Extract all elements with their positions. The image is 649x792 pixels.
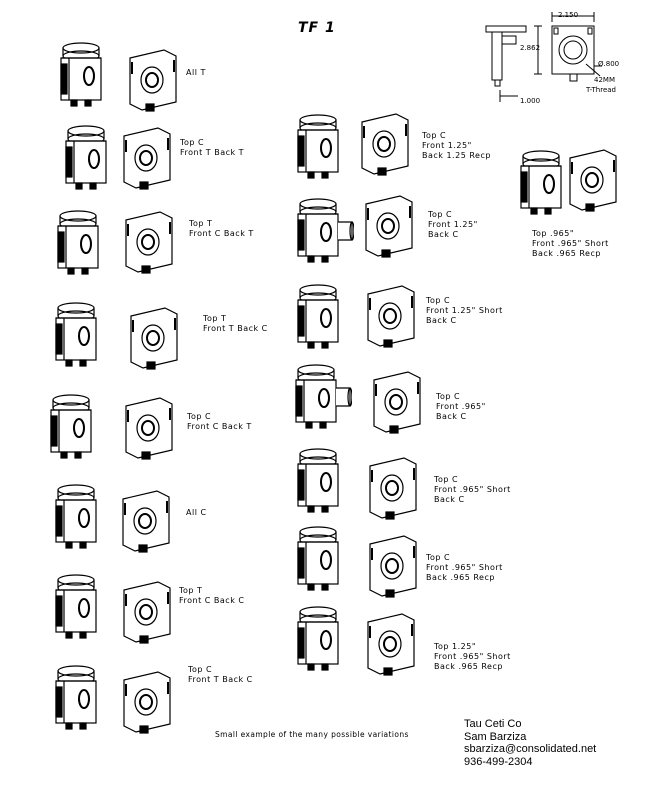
front-view-foot [569, 73, 578, 82]
front-view-bore-outer [558, 35, 588, 65]
eyepiece-holder-drawing [125, 397, 173, 460]
eyepiece-holder-drawing [295, 364, 352, 429]
eyepiece-holder-drawing [297, 198, 354, 263]
eyepiece-holder-drawing [569, 149, 617, 212]
dim-thread-label: T-Thread [586, 86, 616, 94]
contact-email[interactable]: sbarziza@consolidated.net [464, 743, 597, 755]
eyepiece-holder-drawing [55, 665, 97, 730]
eyepiece-holder-drawing [365, 195, 413, 258]
variant-label: All C [186, 508, 207, 517]
eyepiece-holder-drawing [373, 371, 421, 434]
side-view-knob [501, 35, 517, 45]
contact-company: Tau Ceti Co [464, 718, 522, 730]
caption: Small example of the many possible varia… [215, 730, 409, 739]
contact-block: Tau Ceti Co Sam Barziza sbarziza@consoli… [464, 718, 596, 768]
front-view-bore-inner [563, 40, 583, 60]
eyepiece-holder-drawing [65, 125, 107, 190]
eyepiece-holder-drawing [297, 606, 339, 671]
eyepiece-holder-drawing [123, 127, 171, 190]
eyepiece-holder-drawing [125, 211, 173, 274]
eyepiece-holder-drawing [297, 448, 339, 513]
dimension-drawing-svg [485, 12, 602, 102]
variant-label: All T [186, 68, 206, 77]
eyepiece-holder-drawing [55, 484, 97, 549]
eyepiece-holder-drawing [123, 581, 171, 644]
side-view-foot [494, 79, 501, 87]
eyepiece-holder-drawing [60, 42, 102, 107]
eyepiece-holder-drawing [129, 49, 177, 112]
eyepiece-holder-drawing [367, 285, 415, 348]
eyepiece-holder-drawing [369, 535, 417, 598]
eyepiece-holder-drawing [55, 574, 97, 639]
eyepiece-holder-drawing [130, 307, 178, 370]
eyepiece-holder-drawing [122, 490, 170, 553]
eyepiece-holder-drawing [520, 150, 562, 215]
dim-bottom: 1.000 [520, 97, 541, 105]
eyepiece-holder-drawing [297, 526, 339, 591]
eyepiece-holder-drawing [367, 613, 415, 676]
eyepiece-holder-drawing [361, 113, 409, 176]
side-view-top-plate [485, 25, 527, 33]
dim-height: 2.862 [520, 44, 541, 52]
dimension-drawing: 2.150 2.862 Ø.800 42MM T-Thread 1.000 [478, 8, 643, 112]
dim-diameter: Ø.800 [598, 60, 620, 68]
eyepiece-holder-drawing [369, 457, 417, 520]
contact-phone: 936-499-2304 [464, 755, 533, 768]
dim-thread-size: 42MM [594, 76, 615, 84]
contact-name: Sam Barziza [464, 730, 527, 743]
eyepiece-holder-drawing [50, 394, 92, 459]
page-title: TF 1 [298, 20, 336, 36]
side-view-body [491, 31, 503, 81]
dim-width: 2.150 [558, 11, 579, 19]
eyepiece-holder-drawing [297, 284, 339, 349]
eyepiece-holder-drawing [55, 302, 97, 367]
eyepiece-holder-drawing [297, 114, 339, 179]
eyepiece-holder-drawing [57, 210, 99, 275]
eyepiece-holder-drawing [123, 671, 171, 734]
